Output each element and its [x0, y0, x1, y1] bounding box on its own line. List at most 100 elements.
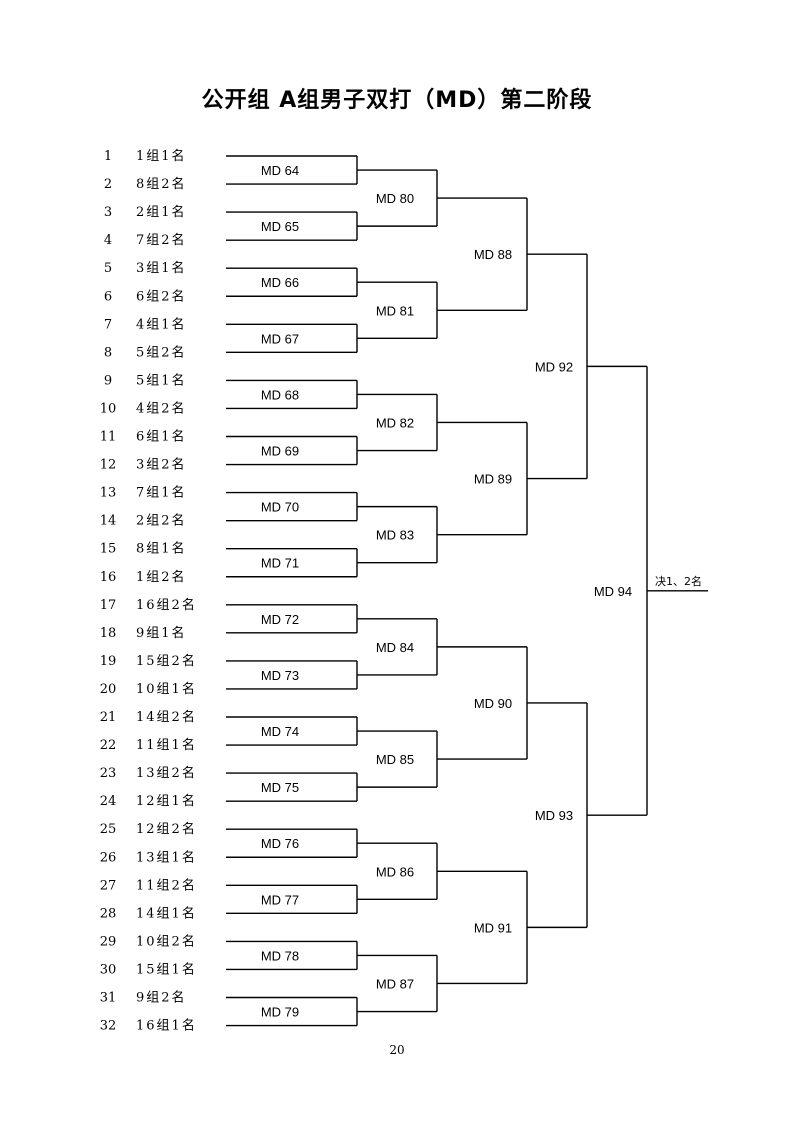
entry-number: 15: [100, 542, 117, 557]
match-label: MD 72: [261, 612, 299, 627]
entry-team: 3组2名: [136, 457, 187, 473]
match-label: MD 88: [474, 247, 512, 262]
entry-number: 19: [100, 654, 117, 669]
match-label: MD 92: [535, 359, 573, 374]
entry-number: 21: [100, 710, 117, 725]
match-label: MD 74: [261, 724, 299, 739]
match-label: MD 77: [261, 892, 299, 907]
entry-number: 9: [104, 373, 112, 388]
entry-team: 10组2名: [136, 933, 197, 949]
entry-team: 13组1名: [136, 849, 197, 865]
final-label: 决1、2名: [655, 574, 702, 588]
entry-number: 28: [100, 906, 117, 921]
entry-team: 2组2名: [136, 513, 187, 529]
entry-number: 6: [104, 289, 112, 304]
entry-number: 29: [100, 934, 117, 949]
match-label: MD 90: [474, 696, 512, 711]
entry-number: 30: [100, 962, 117, 977]
entry-team: 15组2名: [136, 653, 197, 669]
entry-number: 17: [100, 598, 117, 613]
entry-number: 2: [104, 177, 112, 192]
entry-number: 1: [104, 149, 112, 164]
match-label: MD 81: [376, 303, 414, 318]
match-label: MD 82: [376, 415, 414, 430]
match-label: MD 78: [261, 948, 299, 963]
entry-number: 5: [104, 261, 112, 276]
entry-team: 4组2名: [136, 400, 187, 416]
match-label: MD 70: [261, 500, 299, 515]
match-label: MD 80: [376, 191, 414, 206]
entry-team: 8组2名: [136, 176, 187, 192]
entry-team: 16组2名: [136, 597, 197, 613]
entry-number: 27: [100, 878, 117, 893]
entry-team: 6组2名: [136, 288, 187, 304]
match-label: MD 86: [376, 864, 414, 879]
match-label: MD 71: [261, 556, 299, 571]
page-title: 公开组 A组男子双打（MD）第二阶段: [201, 88, 593, 113]
entry-team: 7组1名: [136, 485, 187, 501]
match-label: MD 65: [261, 219, 299, 234]
entry-team: 6组1名: [136, 429, 187, 445]
match-label: MD 69: [261, 444, 299, 459]
match-label: MD 66: [261, 275, 299, 290]
match-label: MD 91: [474, 920, 512, 935]
entry-team: 9组2名: [136, 990, 187, 1006]
entry-team: 5组1名: [136, 372, 187, 388]
match-label: MD 64: [261, 163, 299, 178]
match-label: MD 75: [261, 780, 299, 795]
entry-number: 13: [100, 486, 117, 501]
entry-team: 12组1名: [136, 793, 197, 809]
entry-team: 14组1名: [136, 905, 197, 921]
entry-team: 11组2名: [136, 877, 197, 893]
match-label: MD 84: [376, 640, 414, 655]
match-label: MD 85: [376, 752, 414, 767]
entry-team: 5组2名: [136, 344, 187, 360]
entry-number: 31: [100, 991, 117, 1006]
match-label: MD 73: [261, 668, 299, 683]
match-label: MD 67: [261, 331, 299, 346]
match-label: MD 83: [376, 528, 414, 543]
entry-number: 20: [100, 682, 117, 697]
match-label: MD 76: [261, 836, 299, 851]
entry-number: 4: [104, 233, 112, 248]
match-label: MD 68: [261, 387, 299, 402]
entry-team: 1组2名: [136, 569, 187, 585]
entry-team: 3组1名: [136, 260, 187, 276]
match-label: MD 94: [594, 584, 632, 599]
entry-number: 22: [100, 738, 117, 753]
entry-team: 9组1名: [136, 625, 187, 641]
entry-number: 32: [100, 1019, 117, 1034]
entry-number: 14: [100, 514, 117, 529]
entry-team: 13组2名: [136, 765, 197, 781]
entry-number: 26: [100, 850, 117, 865]
entry-team: 4组1名: [136, 316, 187, 332]
entry-team: 14组2名: [136, 709, 197, 725]
entry-number: 16: [100, 570, 117, 585]
entry-number: 25: [100, 822, 117, 837]
entry-team: 1组1名: [136, 148, 187, 164]
entry-team: 16组1名: [136, 1018, 197, 1034]
entry-number: 18: [100, 626, 117, 641]
entry-number: 3: [104, 205, 112, 220]
match-label: MD 87: [376, 976, 414, 991]
entry-team: 15组1名: [136, 961, 197, 977]
entry-number: 23: [100, 766, 117, 781]
entry-team: 7组2名: [136, 232, 187, 248]
match-label: MD 79: [261, 1005, 299, 1020]
match-label: MD 89: [474, 472, 512, 487]
entry-number: 8: [104, 345, 112, 360]
entry-number: 24: [100, 794, 117, 809]
entry-number: 12: [100, 458, 117, 473]
page-number: 20: [389, 1043, 405, 1057]
entry-team: 10组1名: [136, 681, 197, 697]
entry-number: 10: [100, 401, 117, 416]
entry-number: 7: [104, 317, 112, 332]
entry-team: 2组1名: [136, 204, 187, 220]
entry-team: 8组1名: [136, 541, 187, 557]
entry-team: 12组2名: [136, 821, 197, 837]
match-label: MD 93: [535, 808, 573, 823]
entry-number: 11: [100, 430, 117, 445]
entry-team: 11组1名: [136, 737, 197, 753]
